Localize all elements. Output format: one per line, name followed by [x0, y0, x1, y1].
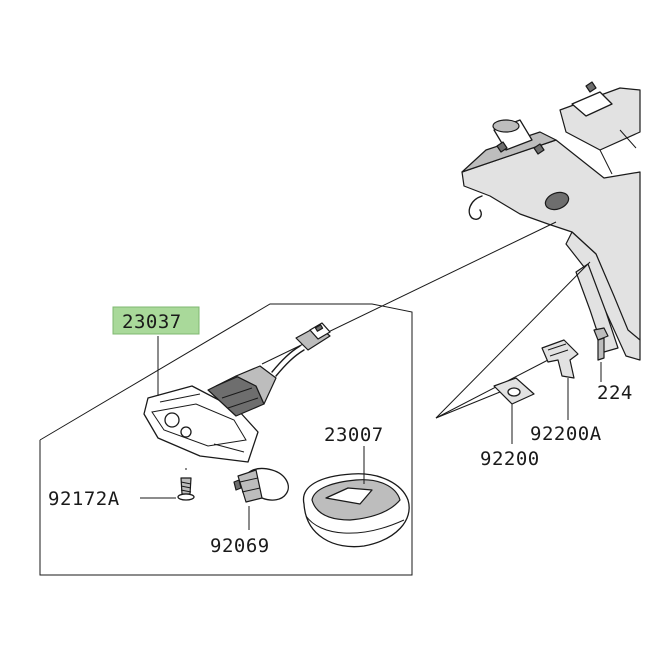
part-224-label[interactable]: 224 [597, 382, 633, 404]
part-23037-highlight [112, 306, 200, 335]
part-23007-label[interactable]: 23007 [324, 424, 384, 446]
part-92200-label[interactable]: 92200 [480, 448, 540, 470]
bulb [233, 467, 289, 530]
turn-signal-assembly [143, 322, 331, 463]
rear-frame [461, 81, 641, 361]
plate [493, 377, 535, 444]
part-92172a-label[interactable]: 92172A [48, 488, 120, 510]
lens [302, 446, 410, 548]
group-box [39, 303, 413, 576]
part-92200a-label[interactable]: 92200A [530, 423, 602, 445]
bracket [541, 339, 579, 420]
screw [140, 468, 195, 501]
part-92069-label[interactable]: 92069 [210, 535, 270, 557]
bolt [593, 327, 609, 382]
leader-lines [261, 221, 591, 419]
part-23037-label[interactable]: 23037 [122, 311, 182, 333]
